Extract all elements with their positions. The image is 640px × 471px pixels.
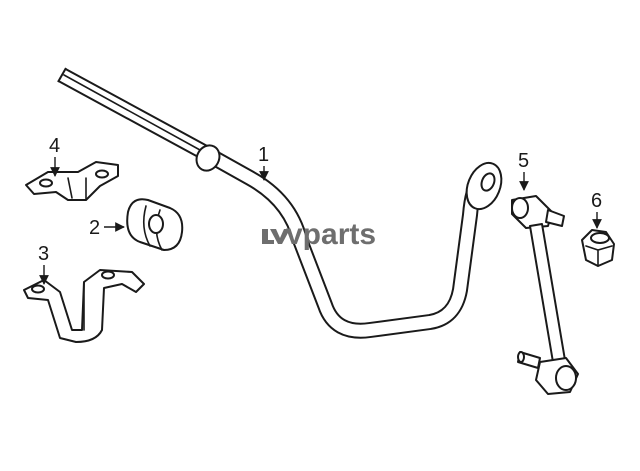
callout-label-4: 4 bbox=[49, 135, 60, 157]
callout-4: 4 bbox=[49, 135, 60, 177]
bushing bbox=[126, 198, 184, 251]
bracket-lower bbox=[23, 269, 145, 343]
watermark-logo: vparts bbox=[262, 218, 376, 251]
callout-6: 6 bbox=[591, 190, 602, 229]
callout-1: 1 bbox=[258, 144, 269, 181]
stabilizer-bar bbox=[57, 67, 503, 339]
logo-mark-icon bbox=[262, 229, 290, 244]
callout-label-1: 1 bbox=[258, 144, 269, 166]
callout-2: 2 bbox=[89, 217, 125, 239]
callout-label-5: 5 bbox=[518, 150, 529, 172]
callout-5: 5 bbox=[518, 150, 529, 191]
stabilizer-link bbox=[511, 195, 579, 395]
callout-3: 3 bbox=[38, 243, 49, 285]
callout-label-3: 3 bbox=[38, 243, 49, 265]
callout-label-2: 2 bbox=[89, 217, 100, 239]
bracket-upper bbox=[25, 161, 119, 201]
callout-label-6: 6 bbox=[591, 190, 602, 212]
watermark-text: vparts bbox=[286, 218, 376, 251]
nut bbox=[581, 229, 615, 267]
